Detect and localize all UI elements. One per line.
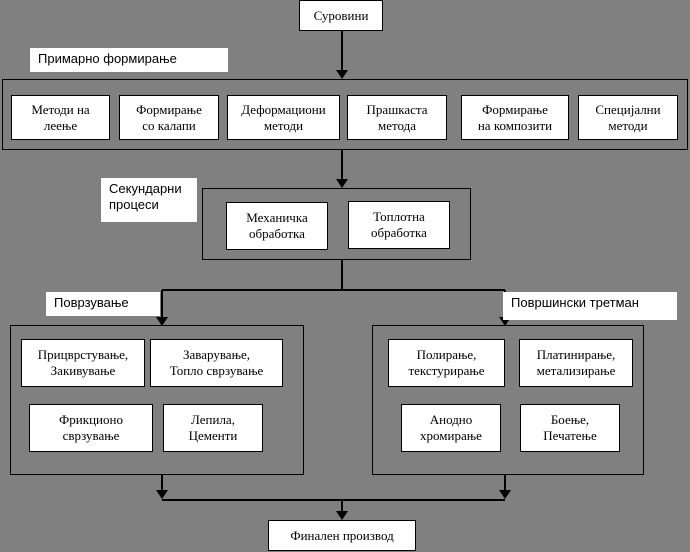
heat-treatment-box: Топлотна обработка [348,201,450,249]
fastening-riveting-box: Прицврстување, Закивување [21,339,145,387]
raw-materials-box: Суровини [299,0,383,31]
surface-treatment-label: Површински третман [503,292,677,320]
polishing-box: Полирање, текстурирање [388,339,505,387]
primary-forming-group [2,79,688,150]
arrowhead-primary [336,70,348,79]
plating-box: Платинирање, метализирање [519,339,633,387]
casting-methods-box: Методи на леење [11,95,110,140]
painting-printing-box: Боење, Печатење [520,404,620,452]
primary-forming-label: Примарно формирање [30,48,228,72]
special-methods-box: Специјални методи [578,95,678,140]
final-product-box: Финален производ [268,520,416,551]
mechanical-processing-box: Механичка обработка [226,202,328,250]
arrowhead-secondary [336,179,348,188]
arrowhead-joining [156,317,168,326]
secondary-processes-group [202,188,471,260]
powder-method-box: Прашкаста метода [347,95,447,140]
secondary-processes-label: Секундарни процеси [101,178,197,222]
joining-label: Поврзување [46,292,160,316]
surface-treatment-group [372,325,644,475]
friction-bonding-box: Фрикционо сврзување [29,404,153,452]
arrowhead-joining-out [156,490,168,499]
mold-forming-box: Формирање со калапи [119,95,219,140]
anodizing-box: Анодно хромирање [401,404,501,452]
deformation-methods-box: Деформациони методи [227,95,340,140]
arrowhead-final [336,511,348,520]
joining-group [10,325,304,475]
welding-box: Заварување, Топло сврзување [150,339,283,387]
adhesives-box: Лепила, Цементи [163,404,263,452]
arrowhead-surface-out [499,490,511,499]
composite-forming-box: Формирање на композити [461,95,569,140]
